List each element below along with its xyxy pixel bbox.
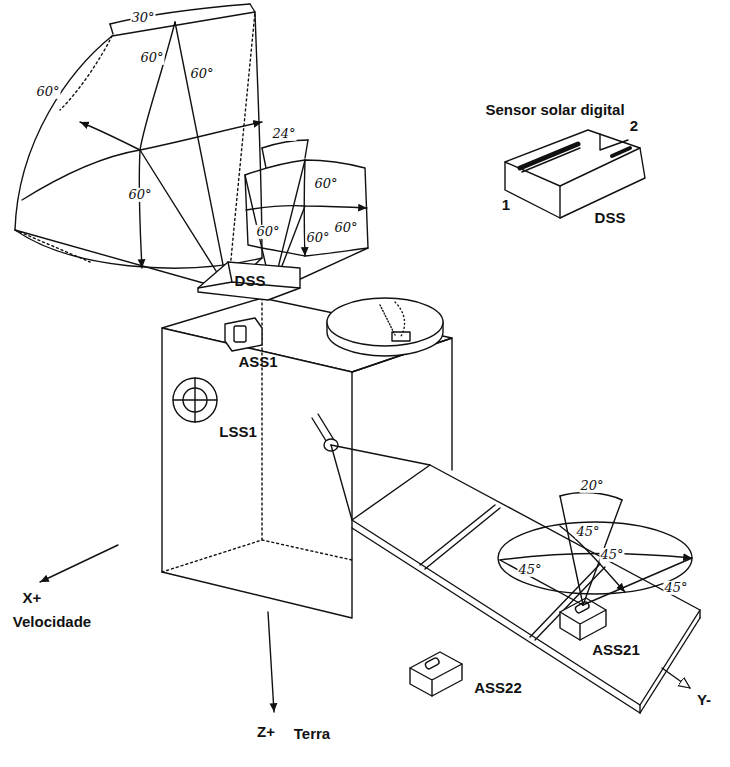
sensor-name: ASS22	[474, 680, 522, 697]
angle-label: 60°	[313, 177, 338, 191]
sensor-name: LSS1	[219, 424, 257, 441]
angle-label: 60°	[333, 221, 358, 235]
axes	[40, 545, 690, 712]
callout-number: 1	[502, 197, 510, 214]
angle-label: 20°	[579, 479, 604, 493]
axis-label: Z+	[257, 724, 275, 741]
angle-label: 60°	[139, 51, 164, 65]
angle-label: 24°	[271, 127, 296, 141]
angle-label: 60°	[35, 85, 60, 99]
angle-label: 45°	[517, 563, 542, 577]
angle-label: 60°	[189, 67, 214, 81]
angle-label: 60°	[255, 225, 280, 239]
sensor-title: Sensor solar digital	[485, 102, 624, 119]
axis-label: Velocidade	[13, 614, 91, 631]
axis-label: X+	[23, 590, 42, 607]
solar-panel	[352, 465, 700, 713]
sensor-name: DSS	[235, 273, 266, 290]
sensor-name: ASS21	[592, 642, 640, 659]
angle-label: 60°	[127, 188, 152, 202]
angle-label: 45°	[575, 525, 600, 539]
angle-label: 45°	[599, 548, 624, 562]
angle-label: 60°	[305, 231, 330, 245]
sensor-name: DSS	[595, 210, 626, 227]
angle-label: 45°	[663, 581, 688, 595]
sensor-name: ASS1	[238, 354, 277, 371]
axis-label: Y-	[697, 692, 711, 709]
callout-number: 2	[630, 118, 638, 135]
angle-label: 30°	[130, 11, 155, 25]
ass21-fov	[498, 493, 692, 605]
dss-inset	[505, 130, 645, 218]
dss-fov-large	[15, 4, 262, 290]
axis-label: Terra	[294, 726, 330, 743]
